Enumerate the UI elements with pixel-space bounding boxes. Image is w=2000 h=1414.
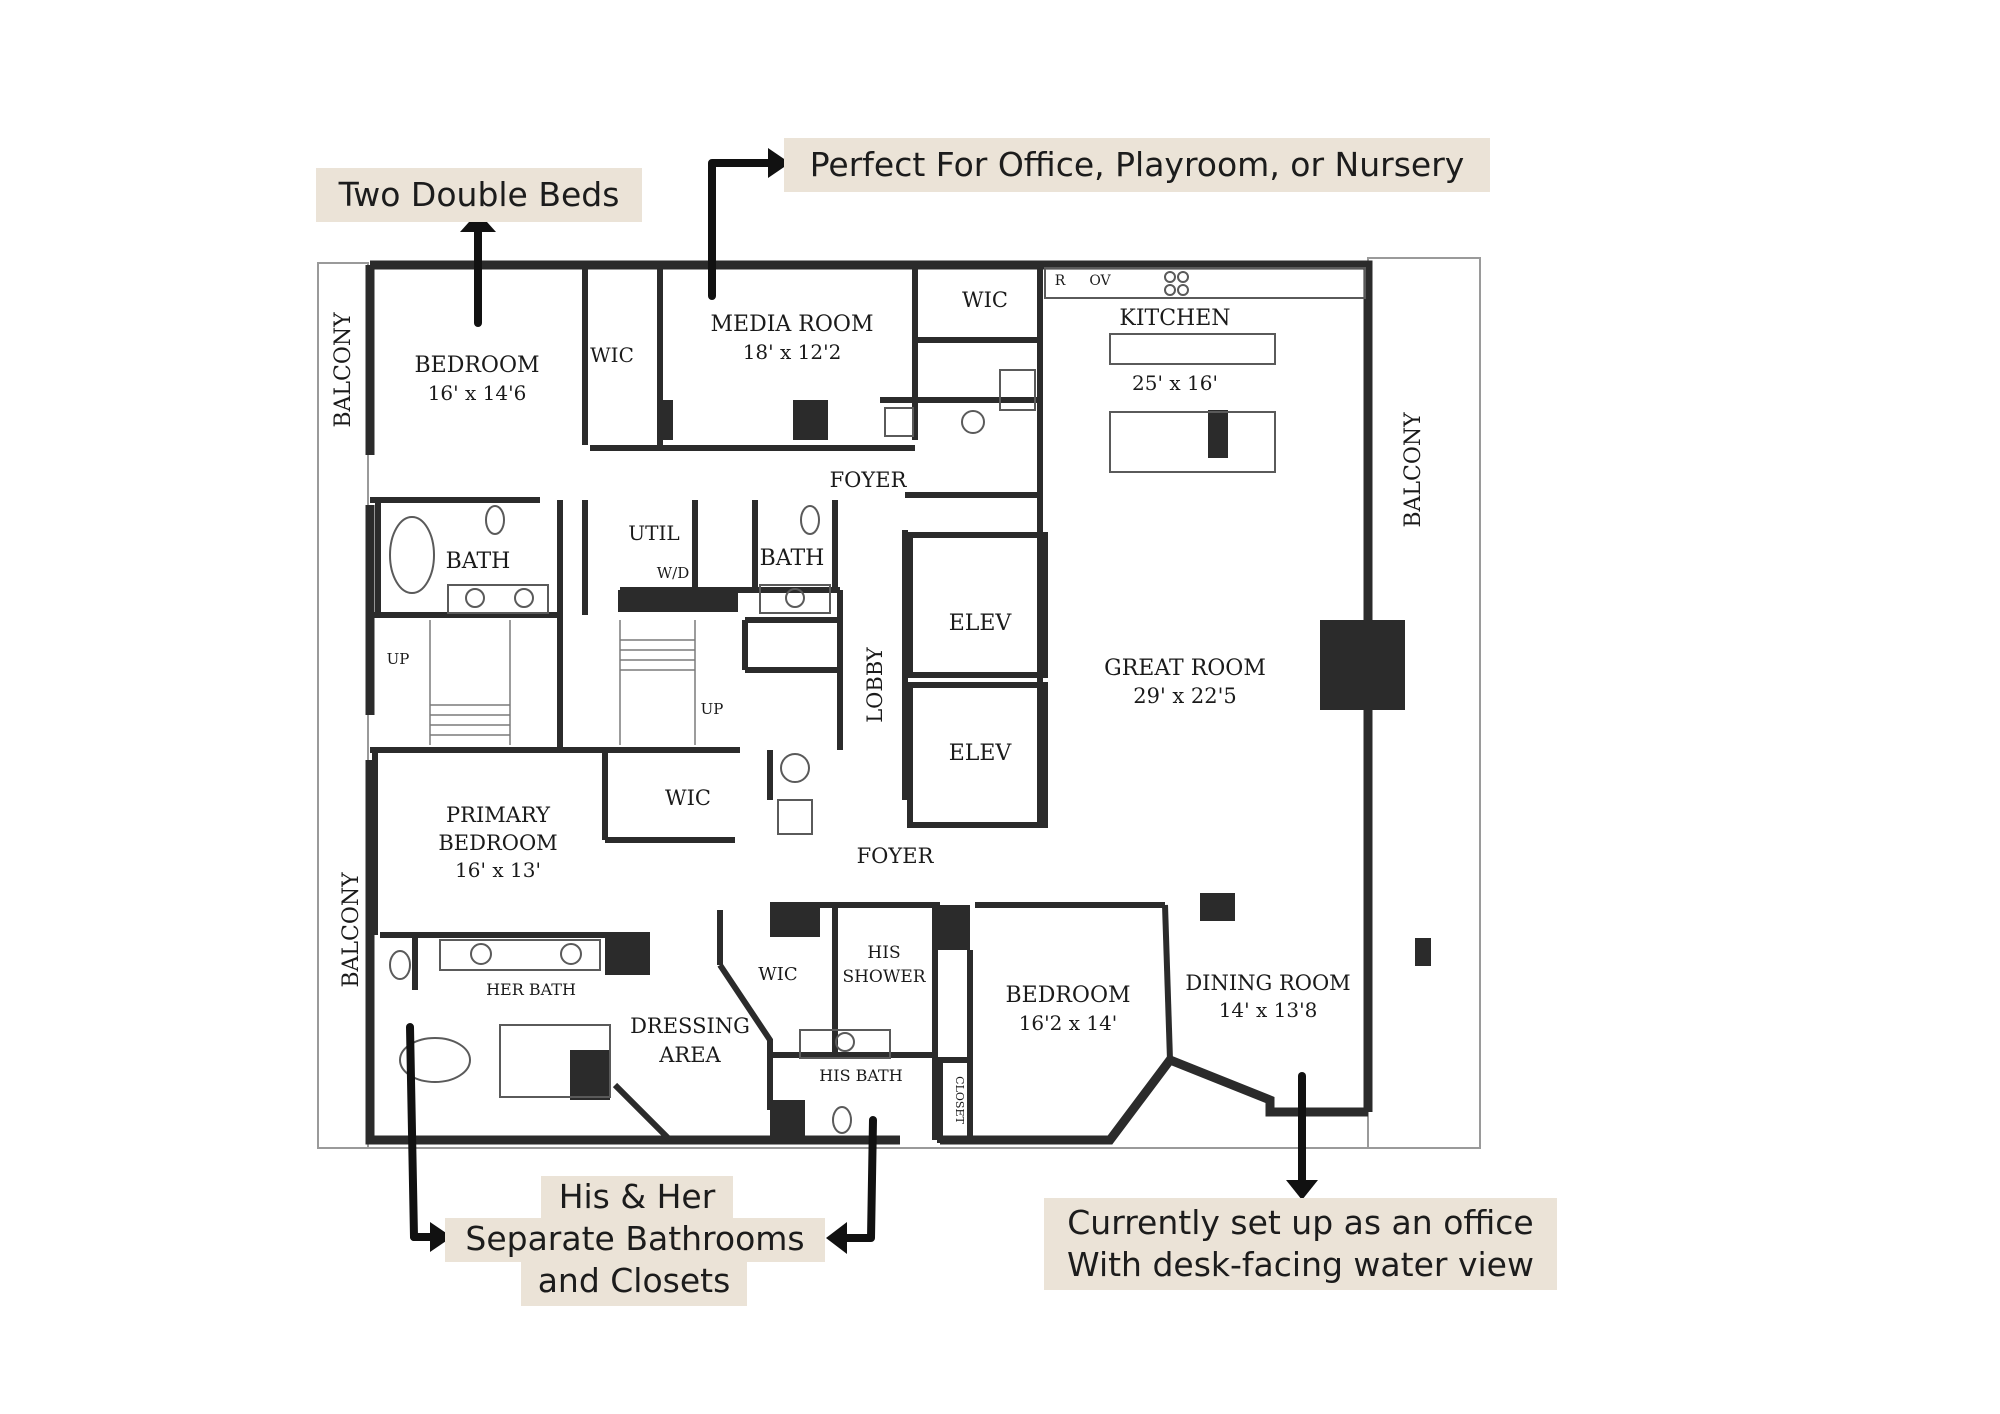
- range-label: R: [1055, 273, 1066, 289]
- bedroom-nw-dimensions: 16' x 14'6: [428, 381, 527, 405]
- callout-text: Two Double Beds: [338, 175, 620, 214]
- stair-up-left-label: UP: [387, 650, 410, 668]
- his-shower-label-line1: HIS: [867, 943, 900, 963]
- dining-room-label: DINING ROOM: [1185, 971, 1350, 995]
- callout-arrows: [406, 159, 1306, 1242]
- arrow-office-playroom: [708, 159, 774, 300]
- callout-text: Separate Bathrooms: [465, 1219, 805, 1258]
- arrow-head-down: [1286, 1180, 1318, 1200]
- callout-his-her-line2-box: Separate Bathrooms: [445, 1218, 825, 1262]
- bedroom-se-dimensions: 16'2 x 14': [1019, 1011, 1118, 1035]
- arrow-his-bath: [841, 1116, 877, 1242]
- stair-up-right-label: UP: [701, 700, 724, 718]
- great-room-label: GREAT ROOM: [1104, 656, 1266, 681]
- kitchen-dimensions: 25' x 16': [1132, 371, 1218, 395]
- his-shower-label-line2: SHOWER: [842, 967, 926, 987]
- arrow-head-left-his: [826, 1222, 847, 1254]
- exterior-walls: [365, 260, 1373, 1145]
- callout-text: His & Her: [558, 1177, 716, 1216]
- foyer-bottom-label: FOYER: [857, 844, 935, 868]
- primary-bedroom-label-line1: PRIMARY: [446, 803, 551, 827]
- media-room-dimensions: 18' x 12'2: [743, 340, 842, 364]
- bedroom-nw-label: BEDROOM: [414, 353, 539, 378]
- arrow-her-bath: [406, 1023, 418, 1241]
- dressing-area-label-line2: AREA: [658, 1043, 721, 1067]
- callout-text: Currently set up as an office: [1067, 1203, 1534, 1242]
- primary-bedroom-dimensions: 16' x 13': [455, 858, 541, 882]
- her-bath-label: HER BATH: [486, 980, 576, 999]
- callout-office-playroom: Perfect For Office, Playroom, or Nursery: [784, 138, 1490, 192]
- bath-left-label: BATH: [446, 549, 511, 574]
- primary-bedroom-label-line2: BEDROOM: [438, 831, 557, 855]
- kitchen-label: KITCHEN: [1119, 306, 1230, 331]
- foyer-top-label: FOYER: [830, 468, 908, 492]
- closet-label: CLOSET: [953, 1076, 966, 1124]
- elev-bottom-label: ELEV: [949, 741, 1013, 766]
- wic-dressing-label: WIC: [758, 964, 797, 985]
- balcony-left-top-label: BALCONY: [331, 312, 356, 428]
- structural-columns: [570, 400, 1431, 1140]
- kitchen-fixtures: [999, 267, 1366, 473]
- great-room-dimensions: 29' x 22'5: [1133, 684, 1237, 708]
- arrow-heads: [430, 148, 1318, 1254]
- his-bath-label: HIS BATH: [819, 1066, 902, 1085]
- balcony-right-label: BALCONY: [1401, 412, 1426, 528]
- wic-primary-label: WIC: [665, 786, 711, 810]
- arrow-head-right: [768, 148, 790, 178]
- bath-fixtures: [389, 407, 985, 1134]
- bath-right-label: BATH: [760, 546, 825, 571]
- lobby-label: LOBBY: [863, 646, 887, 723]
- stairs: [429, 620, 696, 745]
- util-label: UTIL: [628, 521, 679, 545]
- callout-text: With desk-facing water view: [1067, 1245, 1534, 1284]
- room-labels: BALCONY BALCONY BALCONY BEDROOM 16' x 14…: [331, 273, 1426, 1124]
- balcony-left-bottom-label: BALCONY: [339, 872, 364, 988]
- callout-text: Perfect For Office, Playroom, or Nursery: [809, 145, 1465, 184]
- media-room-label: MEDIA ROOM: [711, 312, 874, 337]
- callout-office-view: Currently set up as an office With desk-…: [1044, 1198, 1557, 1290]
- oven-label: OV: [1089, 273, 1111, 289]
- bedroom-se-label: BEDROOM: [1005, 983, 1130, 1008]
- dining-room-dimensions: 14' x 13'8: [1219, 998, 1318, 1022]
- callout-his-her-line3-box: and Closets: [521, 1260, 747, 1306]
- callout-his-her-line1-box: His & Her: [541, 1176, 733, 1220]
- callout-his-her: His & Her Separate Bathrooms and Closets: [445, 1176, 825, 1312]
- wic-nw-label: WIC: [590, 343, 634, 367]
- arrow-head-right-her: [430, 1222, 452, 1252]
- arrow-head-up: [460, 212, 496, 232]
- wic-media-label: WIC: [962, 288, 1008, 312]
- callout-two-double-beds: Two Double Beds: [316, 168, 642, 222]
- elev-top-label: ELEV: [949, 611, 1013, 636]
- wd-label: W/D: [657, 564, 690, 582]
- callout-text: and Closets: [537, 1261, 731, 1300]
- dressing-area-label-line1: DRESSING: [630, 1014, 750, 1038]
- interior-walls: [370, 265, 1173, 1143]
